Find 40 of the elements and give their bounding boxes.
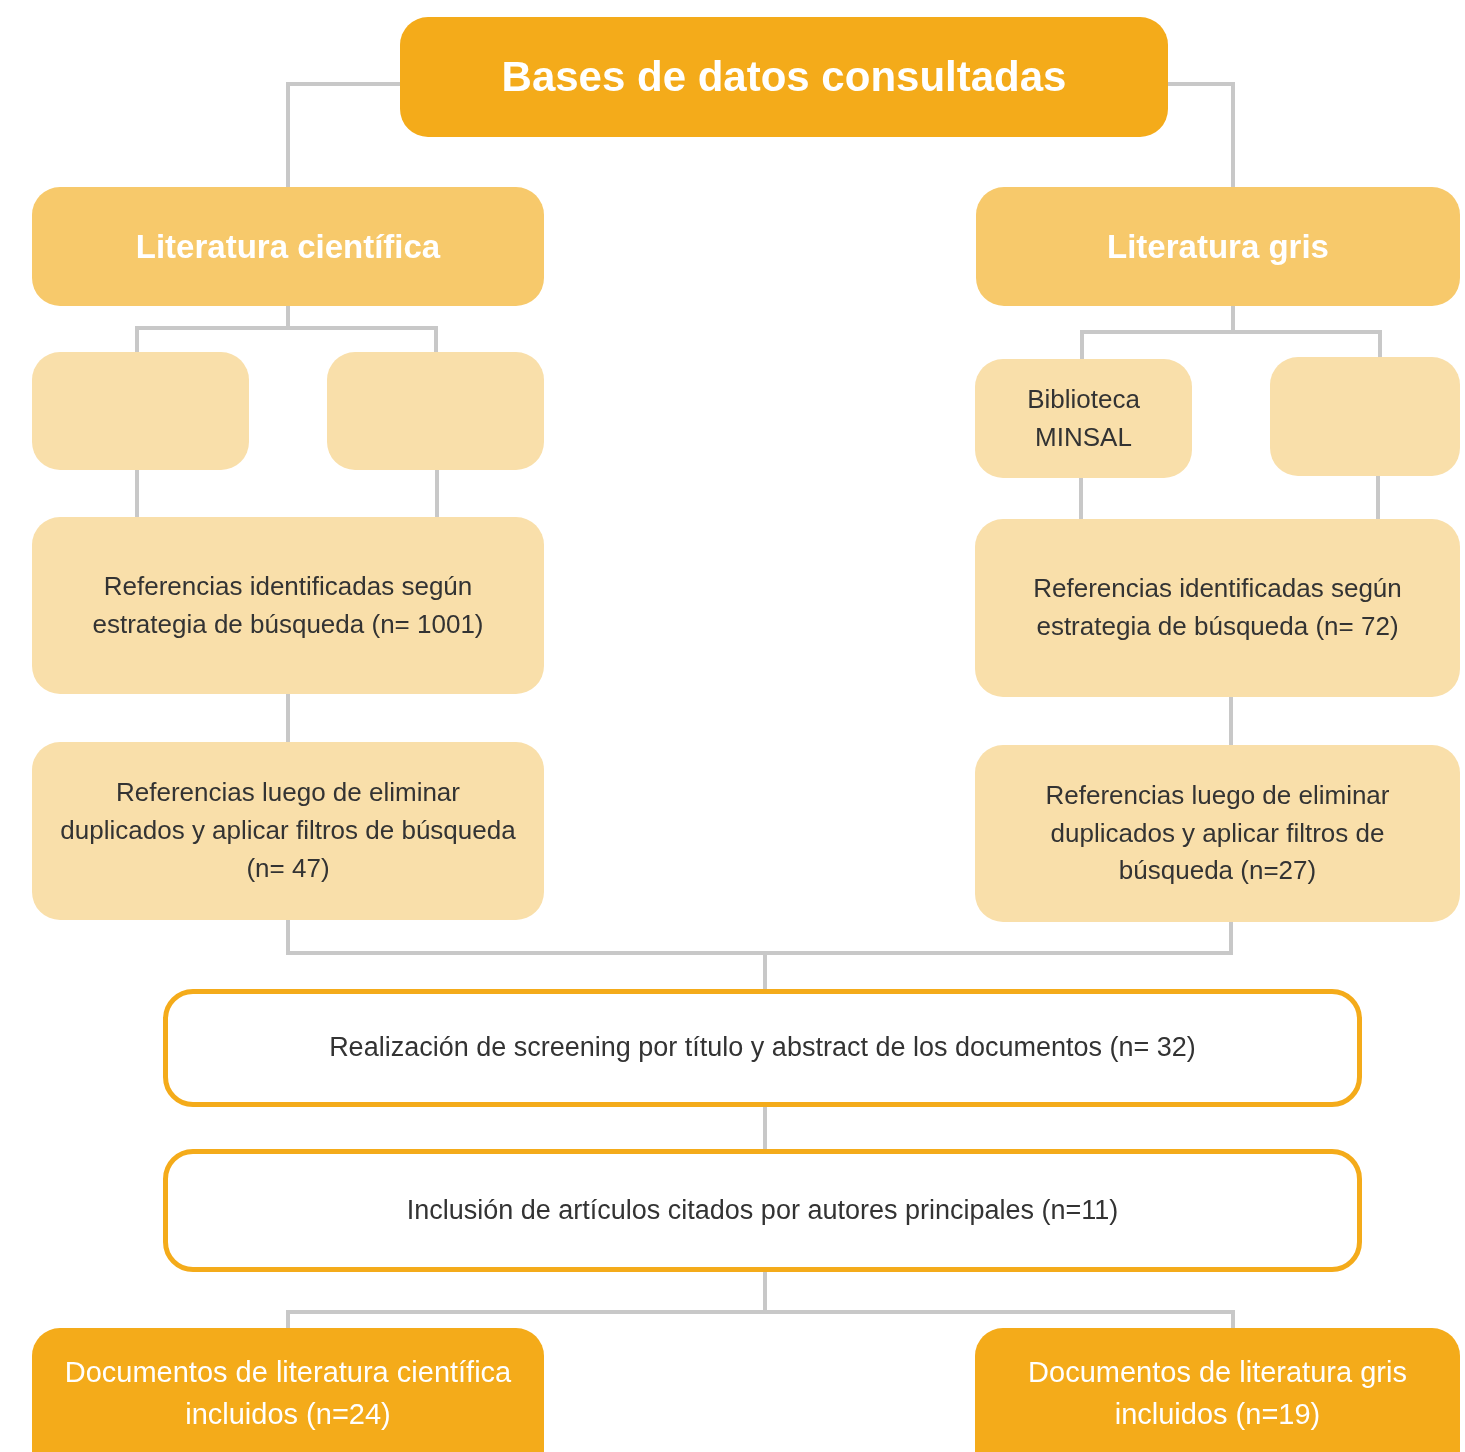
connector-line — [763, 1107, 767, 1149]
process-box — [163, 1149, 1362, 1272]
category-box — [976, 187, 1460, 306]
node-text: Referencias identificadas según estrategia de búsqueda (n= 72) — [1032, 572, 1403, 643]
node-text: Documentos de literatura gris incluidos (n=19) — [1027, 1354, 1408, 1432]
connector-line — [1168, 82, 1235, 187]
connector-line — [1229, 697, 1233, 745]
node-text: Bases de datos consultadas — [501, 51, 1067, 102]
connector-line — [763, 922, 1233, 989]
connector-line — [286, 82, 400, 187]
empty-box — [1270, 357, 1460, 476]
process-box — [975, 745, 1460, 922]
title-box — [400, 17, 1168, 137]
node-text: Realización de screening por título y abstract de los documentos (n= 32) — [329, 1031, 1196, 1065]
result-box — [32, 1328, 544, 1452]
process-box — [975, 519, 1460, 697]
connector-line — [135, 470, 139, 517]
process-box — [163, 989, 1362, 1107]
process-box — [32, 742, 544, 920]
connector-line — [1079, 478, 1083, 519]
result-box — [975, 1328, 1460, 1452]
node-text: Referencias luego de eliminar duplicados y aplicar filtros de búsqueda (n= 47) — [59, 776, 517, 885]
node-text: Literatura gris — [1107, 226, 1329, 267]
empty-box — [327, 352, 544, 470]
node-text: Literatura científica — [135, 226, 441, 267]
connector-line — [435, 470, 439, 517]
category-box — [32, 187, 544, 306]
connector-line — [763, 1272, 1235, 1328]
node-text: Referencias luego de eliminar duplicados y aplicar filtros de búsqueda (n=27) — [1044, 778, 1391, 888]
connector-line — [286, 306, 438, 352]
node-text: Documentos de literatura científica incluidos (n=24) — [63, 1354, 513, 1432]
node-text: Inclusión de artículos citados por autores principales (n=11) — [406, 1193, 1119, 1227]
node-text: Referencias identificadas según estrategia de búsqueda (n= 1001) — [91, 569, 485, 641]
process-box — [975, 359, 1192, 478]
connector-line — [1376, 476, 1380, 519]
connector-line — [1231, 306, 1382, 357]
node-text: Biblioteca MINSAL — [1026, 382, 1141, 454]
connector-line — [286, 694, 290, 742]
empty-box — [32, 352, 249, 470]
process-box — [32, 517, 544, 694]
